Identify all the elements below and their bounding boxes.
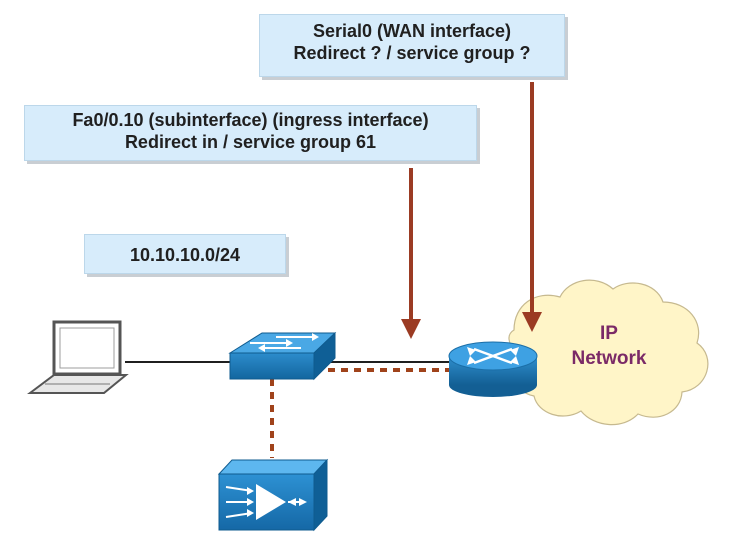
switch-icon — [228, 331, 337, 381]
router-icon — [448, 341, 538, 397]
serial-wan-label-line1: Serial0 (WAN interface) — [312, 21, 512, 41]
ingress-interface-label-box: Fa0/0.10 (subinterface) (ingress interfa… — [24, 105, 477, 161]
ingress-interface-label-line2: Redirect in / service group 61 — [124, 132, 377, 152]
laptop-icon — [27, 320, 129, 394]
cloud-label-line2: Network — [572, 348, 647, 369]
ingress-interface-label-line1: Fa0/0.10 (subinterface) (ingress interfa… — [72, 110, 429, 130]
serial-wan-label-line2: Redirect ? / service group ? — [293, 43, 531, 63]
serial-wan-label-box: Serial0 (WAN interface) Redirect ? / ser… — [259, 14, 565, 77]
cloud-label-line1: IP — [600, 323, 618, 344]
subnet-label-box: 10.10.10.0/24 — [84, 234, 286, 274]
subnet-label: 10.10.10.0/24 — [129, 245, 241, 265]
wae-appliance-icon — [217, 458, 329, 532]
